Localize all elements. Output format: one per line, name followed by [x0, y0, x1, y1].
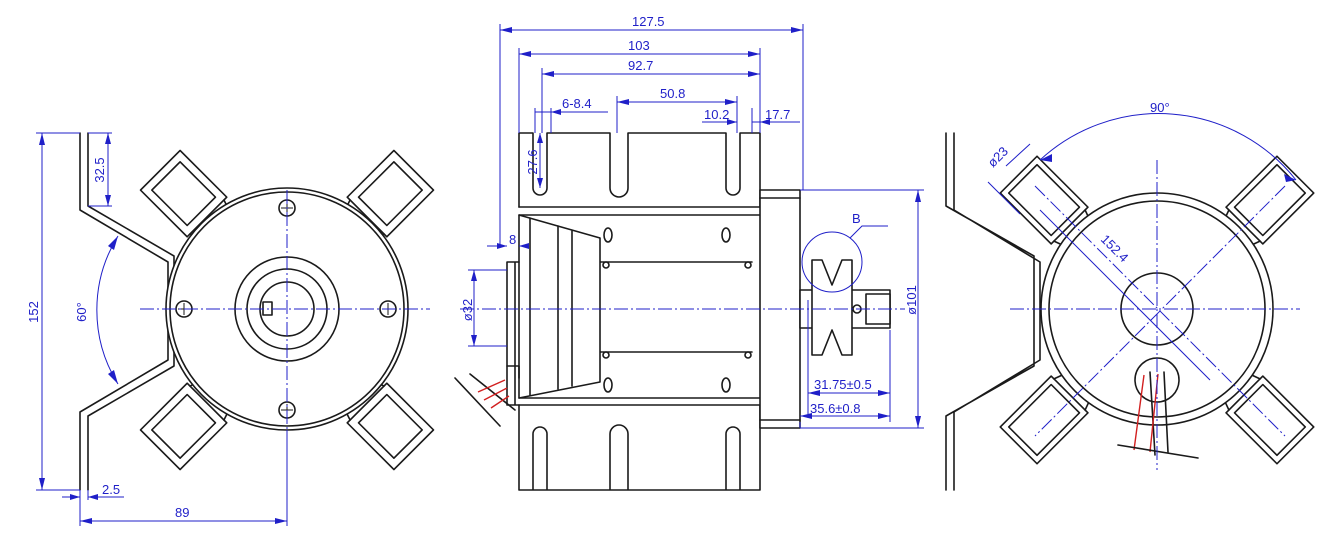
dim-17-7: 17.7 — [765, 107, 790, 122]
heatsink-bottom — [518, 404, 761, 491]
dim-6-8-4: 6-8.4 — [562, 96, 592, 111]
dim-dia23: ø23 — [985, 144, 1011, 170]
dim-103: 103 — [628, 38, 650, 53]
rear-view: 90° ø23 152.4 — [945, 100, 1315, 491]
dim-90deg: 90° — [1150, 100, 1170, 115]
dim-8: 8 — [509, 232, 516, 247]
detail-b-circle — [801, 231, 863, 293]
side-slots — [602, 227, 752, 393]
heatsink-top — [518, 132, 761, 208]
dim-35-6: 35.6±0.8 — [810, 401, 861, 416]
dim-dia32: ø32 — [460, 299, 475, 321]
dim-127-5: 127.5 — [632, 14, 665, 29]
dim-60deg: 60° — [74, 302, 89, 322]
dim-31-75: 31.75±0.5 — [814, 377, 872, 392]
rear-bracket — [945, 132, 1041, 491]
dim-dia101: ø101 — [904, 285, 919, 315]
dim-10-2: 10.2 — [704, 107, 729, 122]
dim-50-8: 50.8 — [660, 86, 685, 101]
dim-2-5: 2.5 — [102, 482, 120, 497]
dim-92-7: 92.7 — [628, 58, 653, 73]
detail-b-label: B — [852, 211, 861, 226]
dim-27-6: 27.6 — [525, 149, 540, 174]
rear-boss — [506, 261, 520, 406]
dim-152: 152 — [26, 301, 41, 323]
dim-32-5: 32.5 — [92, 157, 107, 182]
end-cap — [518, 214, 601, 399]
side-view: 127.5 103 92.7 50.8 6-8.4 10.2 17.7 27.6… — [454, 14, 924, 491]
pulley — [811, 259, 853, 356]
dim-89: 89 — [175, 505, 189, 520]
front-view: 152 32.5 60° 2.5 89 — [26, 132, 435, 526]
